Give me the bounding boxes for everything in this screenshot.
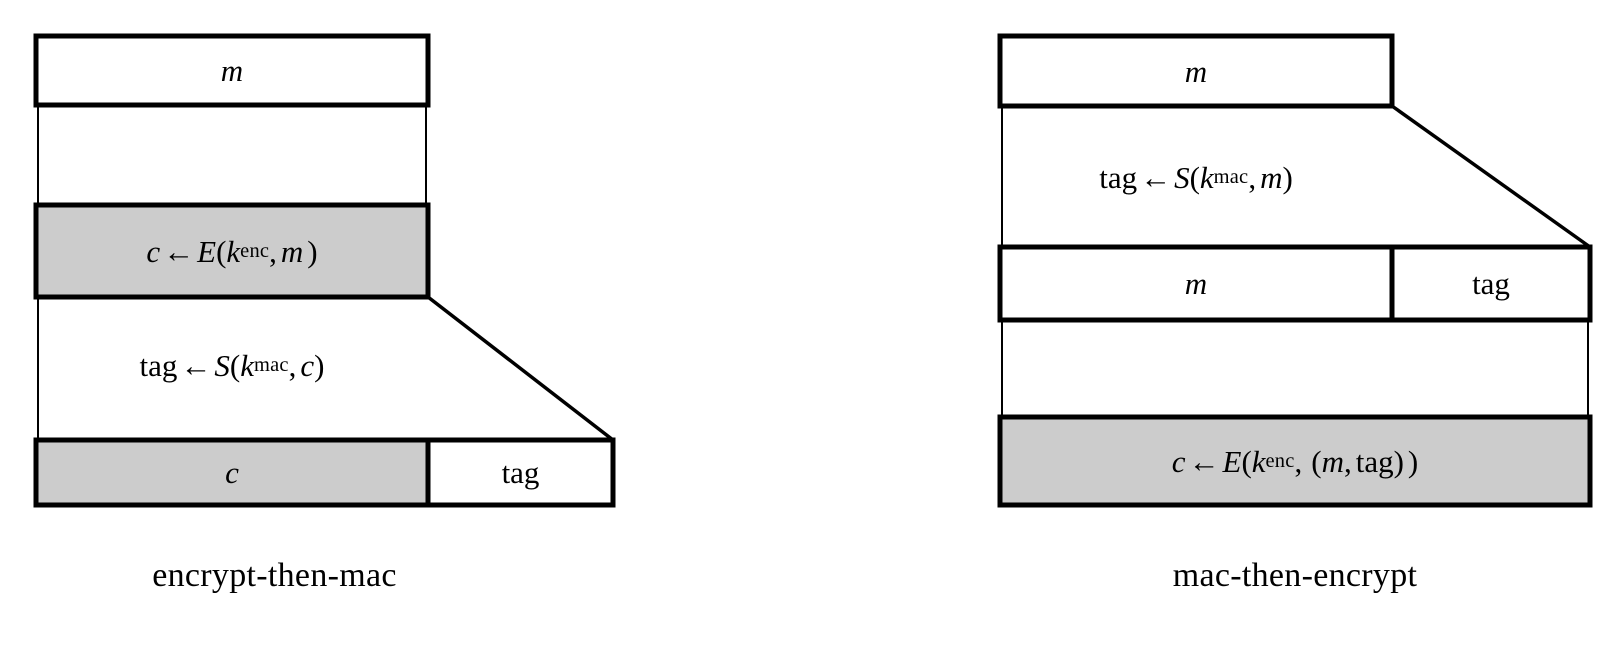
mac-then-encrypt-caption: mac-then-encrypt (1172, 557, 1418, 594)
encrypt-then-mac-shapes (33, 33, 616, 508)
etm-encrypt-box (33, 202, 431, 300)
mte-message-box (997, 33, 1395, 109)
mte-expansion-diagonal (1390, 104, 1592, 249)
etm-ciphertext-cell (33, 437, 431, 508)
etm-tag-cell (425, 437, 616, 508)
mte-tag-cell (1389, 244, 1593, 323)
etm-message-box (33, 33, 431, 108)
mte-message-cell (997, 244, 1395, 323)
etm-expansion-diagonal (426, 295, 615, 442)
mac-then-encrypt-shapes (997, 33, 1593, 508)
encrypt-then-mac-caption: encrypt-then-mac (152, 557, 397, 594)
mte-encrypt-box (997, 414, 1593, 508)
